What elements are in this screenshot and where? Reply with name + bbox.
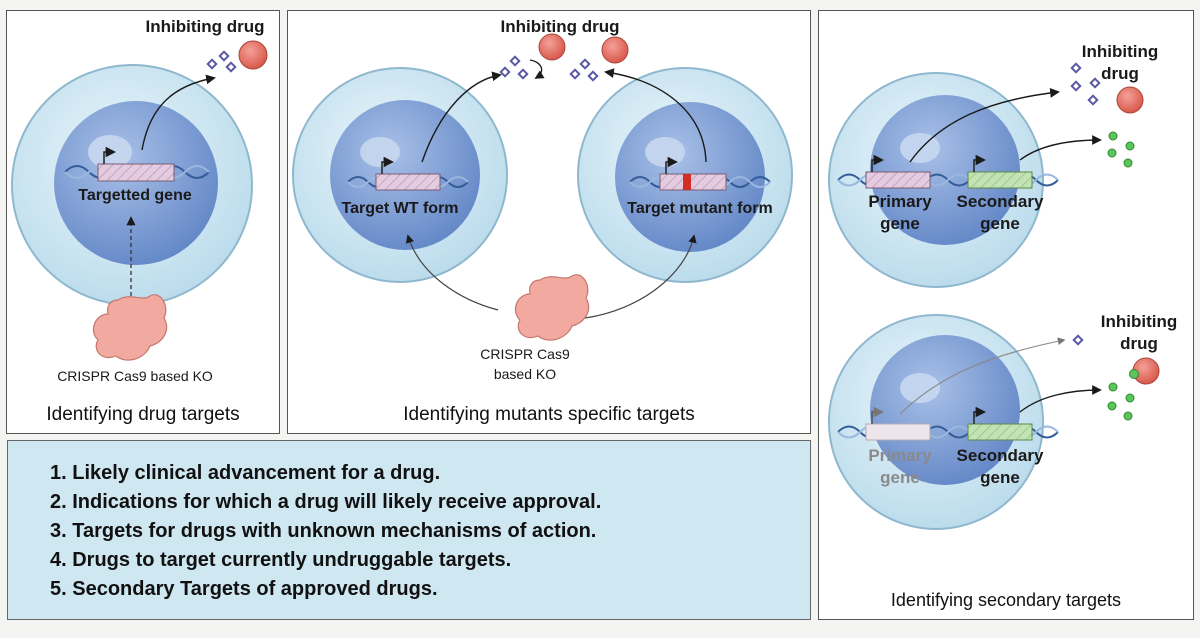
drug-label-line1: Inhibiting — [1100, 312, 1178, 331]
drug-icon — [538, 33, 566, 61]
mutant-form-label: Target mutant form — [627, 200, 773, 217]
drug-particles — [206, 50, 237, 73]
panel-caption: Identifying drug targets — [46, 404, 240, 425]
drug-label-line1: Inhibiting — [1081, 42, 1159, 61]
wt-form-label: Target WT form — [341, 200, 459, 217]
dna-helix-wt — [347, 156, 469, 191]
crispr-label-line2: based KO — [493, 366, 557, 382]
crispr-label-line1: CRISPR Cas9 — [480, 346, 570, 362]
secondary-gene-label-line2: gene — [980, 214, 1020, 233]
primary-gene-label-line2: gene — [880, 214, 920, 233]
cell-bottom — [828, 314, 1044, 530]
arrow-secondary-to-product — [1019, 385, 1102, 413]
arrow-primary-to-drug-weak — [899, 337, 1066, 415]
green-particles — [1107, 131, 1135, 168]
arrow-crispr-to-wt — [405, 234, 499, 311]
application-item: 3. Targets for drugs with unknown mechan… — [50, 520, 597, 542]
cell-panel1 — [11, 64, 253, 306]
application-item: 1. Likely clinical advancement for a dru… — [50, 462, 441, 484]
arrow-primary-to-drug — [909, 88, 1060, 163]
drug-label: Inhibiting drug — [145, 17, 265, 36]
secondary-gene-label-line1: Secondary — [956, 446, 1044, 465]
secondary-gene-label-line2: gene — [980, 468, 1020, 487]
dna-helix-bottom — [837, 406, 1059, 441]
crispr-protein — [93, 294, 168, 361]
targeted-gene-label: Targetted gene — [78, 187, 192, 204]
mutation-mark — [683, 174, 691, 190]
dna-helix-top — [837, 154, 1059, 189]
drug-icon — [1116, 86, 1144, 114]
drug-particles — [1070, 62, 1101, 106]
application-item: 2. Indications for which a drug will lik… — [50, 491, 602, 513]
applications-box: 1. Likely clinical advancement for a dru… — [7, 440, 811, 620]
drug-icon — [238, 40, 268, 70]
primary-gene-label-line1: Primary — [868, 446, 932, 465]
drug-bind-curl — [529, 59, 545, 79]
drug-label: Inhibiting drug — [500, 17, 620, 36]
arrow-crispr-to-mutant — [584, 234, 697, 319]
drug-label-line2: drug — [1101, 64, 1139, 83]
dna-helix-mutant — [629, 156, 771, 191]
secondary-gene-label-line1: Secondary — [956, 192, 1044, 211]
primary-gene-label-line1: Primary — [868, 192, 932, 211]
arrow-gene-to-drug — [141, 74, 216, 151]
crispr-protein — [515, 274, 590, 341]
drug-icon — [601, 36, 629, 64]
panel-caption: Identifying secondary targets — [890, 590, 1122, 610]
drug-particles — [1072, 334, 1084, 346]
application-item: 4. Drugs to target currently undruggable… — [50, 549, 512, 571]
arrow-mutant-to-drug — [604, 68, 707, 163]
cell-top — [828, 72, 1044, 288]
application-item: 5. Secondary Targets of approved drugs. — [50, 578, 438, 600]
primary-gene-label-line2: gene — [880, 468, 920, 487]
panel-caption: Identifying mutants specific targets — [403, 404, 695, 425]
drug-particles — [499, 55, 599, 82]
arrow-secondary-to-product — [1019, 135, 1102, 161]
green-particles — [1107, 369, 1139, 421]
crispr-label: CRISPR Cas9 based KO — [57, 368, 213, 384]
dna-helix — [64, 146, 210, 182]
arrow-wt-to-drug — [421, 71, 502, 163]
drug-label-line2: drug — [1120, 334, 1158, 353]
